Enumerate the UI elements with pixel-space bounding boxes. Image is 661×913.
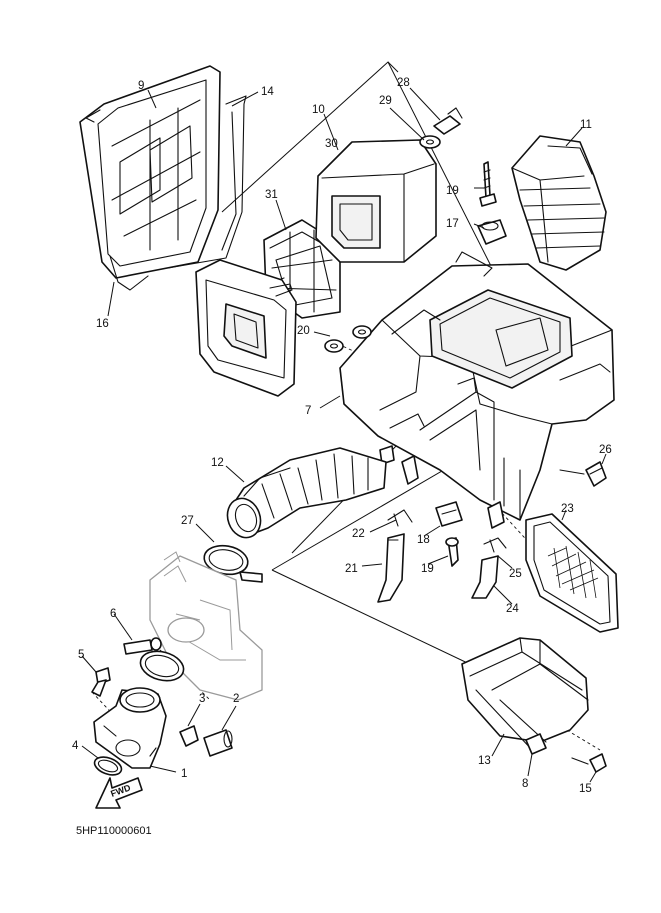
joint-hose bbox=[226, 447, 387, 539]
callout-20: 20 bbox=[297, 325, 310, 337]
filter-seal-frame bbox=[195, 259, 297, 397]
callout-3: 3 bbox=[199, 693, 205, 705]
air-filter-case bbox=[339, 251, 615, 521]
drain-hose-21 bbox=[377, 509, 413, 603]
callout-7: 7 bbox=[305, 405, 311, 417]
bracket-and-screw bbox=[435, 501, 463, 567]
callout-2: 2 bbox=[233, 693, 239, 705]
callout-22: 22 bbox=[352, 528, 365, 540]
callout-11: 11 bbox=[580, 119, 592, 131]
callout-8: 8 bbox=[522, 778, 528, 790]
callout-23: 23 bbox=[561, 503, 574, 515]
callout-25: 25 bbox=[509, 568, 522, 580]
callout-6: 6 bbox=[110, 608, 116, 620]
callout-19-top: 19 bbox=[446, 185, 459, 197]
clip-and-washer bbox=[419, 107, 463, 149]
filter-cover-assembly bbox=[79, 65, 247, 291]
air-filter-element bbox=[315, 139, 437, 263]
callout-1: 1 bbox=[181, 768, 187, 780]
callout-13: 13 bbox=[478, 755, 491, 767]
callout-leaders bbox=[81, 87, 607, 783]
callout-10: 10 bbox=[312, 104, 325, 116]
hose-clamp bbox=[203, 544, 263, 583]
callout-5: 5 bbox=[78, 649, 84, 661]
filter-screen bbox=[525, 513, 619, 633]
callout-4: 4 bbox=[72, 740, 79, 752]
callout-12: 12 bbox=[211, 457, 224, 469]
callout-15: 15 bbox=[579, 783, 592, 795]
callout-30: 30 bbox=[325, 138, 338, 150]
callout-16: 16 bbox=[96, 318, 109, 330]
drain-hose-24 bbox=[471, 537, 507, 599]
callout-26: 26 bbox=[599, 444, 612, 456]
callout-14: 14 bbox=[261, 86, 274, 98]
callout-24: 24 bbox=[506, 603, 519, 615]
callout-17: 17 bbox=[446, 218, 459, 230]
callout-21: 21 bbox=[345, 563, 358, 575]
grommets bbox=[324, 325, 372, 353]
air-intake-duct bbox=[461, 637, 589, 753]
catalog-code: 5HP110000601 bbox=[76, 825, 152, 837]
callout-9: 9 bbox=[138, 80, 144, 92]
drain-plug-fittings bbox=[379, 445, 505, 529]
bolt-5 bbox=[91, 667, 111, 697]
callout-31: 31 bbox=[265, 189, 278, 201]
bolt-26 bbox=[559, 461, 607, 487]
carb-clamp bbox=[123, 637, 185, 682]
duct-fasteners bbox=[525, 733, 607, 773]
callout-28: 28 bbox=[397, 77, 410, 89]
intake-manifold bbox=[93, 687, 167, 769]
callout-29: 29 bbox=[379, 95, 392, 107]
air-intake-boot bbox=[511, 135, 607, 271]
top-screw-and-grommet bbox=[477, 161, 507, 245]
callout-19-lower: 19 bbox=[421, 563, 434, 575]
fwd-arrow-icon bbox=[95, 777, 143, 809]
o-ring bbox=[93, 756, 123, 776]
callout-18: 18 bbox=[417, 534, 430, 546]
collar-and-clip bbox=[179, 725, 233, 757]
callout-numbers: 9 14 10 30 28 29 11 19 17 31 16 20 7 12 … bbox=[72, 77, 612, 795]
callout-27: 27 bbox=[181, 515, 194, 527]
